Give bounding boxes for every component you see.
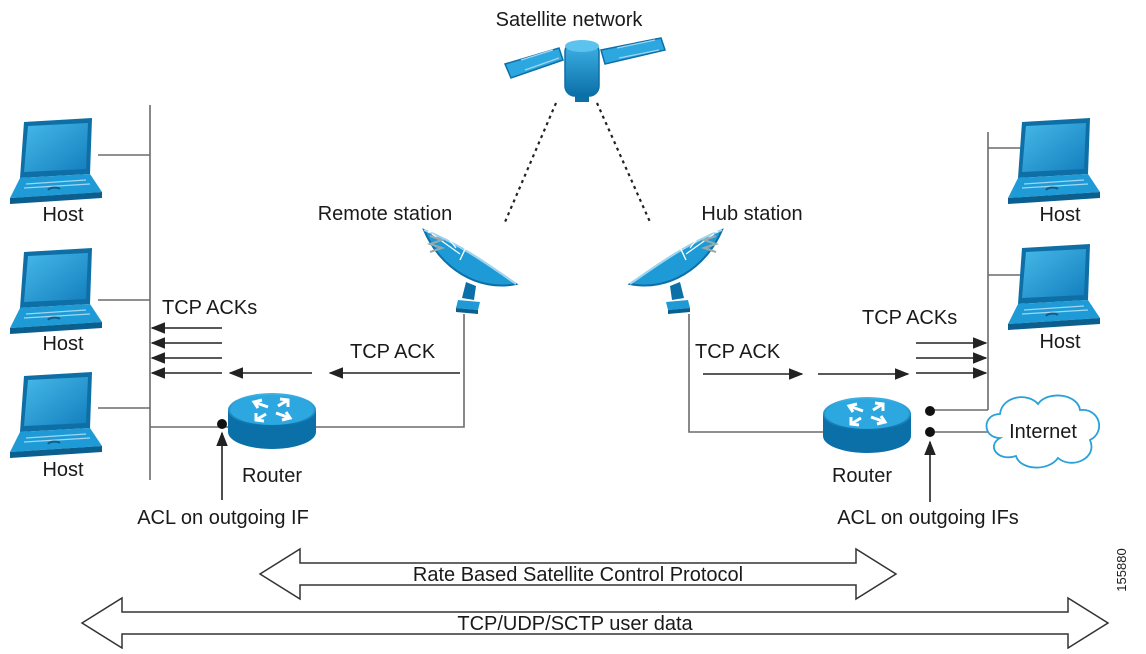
right-host-1-label: Host [1039, 204, 1081, 226]
left-acl-interface-dot [217, 419, 227, 429]
router-icon [821, 395, 913, 455]
satellite-network-label: Satellite network [496, 9, 644, 31]
right-tcp-acks-label: TCP ACKs [862, 307, 957, 329]
right-acl-interface-dot-1 [925, 406, 935, 416]
satellite-dish-icon [423, 225, 517, 315]
laptop-icon [9, 371, 103, 459]
left-router-label: Router [242, 465, 302, 487]
satellite-link-remote [503, 102, 558, 223]
hub-station-router-link [688, 314, 826, 433]
user-data-double-arrow [80, 596, 1110, 650]
left-host-3-label: Host [42, 459, 84, 481]
hub-station-label: Hub station [701, 203, 802, 225]
laptop-icon [9, 247, 103, 335]
laptop-icon [9, 117, 103, 205]
router-icon [226, 391, 318, 451]
left-tcp-ack-label: TCP ACK [350, 341, 436, 363]
right-host-2-label: Host [1039, 331, 1081, 353]
right-router-label: Router [832, 465, 892, 487]
satellite-icon [503, 37, 666, 102]
left-tcp-acks-label: TCP ACKs [162, 297, 257, 319]
internet-label: Internet [1009, 421, 1077, 443]
satellite-dish-icon [629, 225, 723, 315]
cloud-icon [985, 394, 1101, 469]
right-acl-interface-dot-2 [925, 427, 935, 437]
left-acl-label: ACL on outgoing IF [137, 507, 309, 529]
figure-id: 155880 [1114, 548, 1129, 591]
rbscp-double-arrow [258, 547, 898, 601]
right-tcp-ack-label: TCP ACK [695, 341, 781, 363]
remote-station-router-link [316, 314, 465, 428]
remote-station-label: Remote station [318, 203, 453, 225]
laptop-icon [1007, 117, 1101, 205]
user-data-label: TCP/UDP/SCTP user data [457, 613, 693, 635]
left-host-2-label: Host [42, 333, 84, 355]
laptop-icon [1007, 243, 1101, 331]
left-host-1-label: Host [42, 204, 84, 226]
right-acl-label: ACL on outgoing IFs [837, 507, 1019, 529]
satellite-link-hub [595, 102, 652, 223]
rbscp-label: Rate Based Satellite Control Protocol [413, 564, 743, 586]
